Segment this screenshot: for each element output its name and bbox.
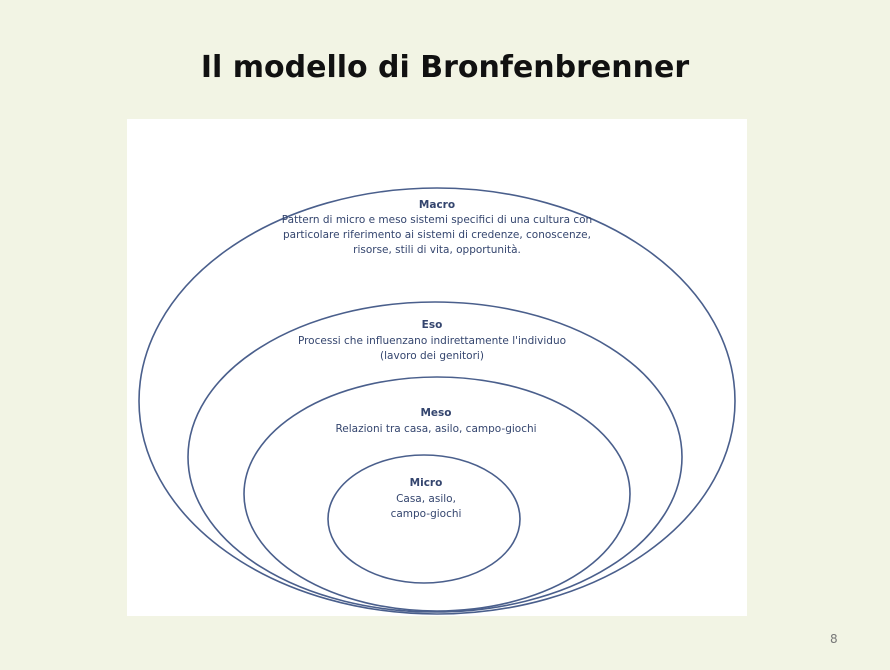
nested-systems-svg: Macro Pattern di micro e meso sistemi sp… — [138, 187, 736, 615]
bronfenbrenner-diagram: Macro Pattern di micro e meso sistemi sp… — [127, 119, 747, 616]
macro-title: Macro — [419, 199, 455, 211]
eso-title: Eso — [422, 319, 443, 331]
micro-title: Micro — [410, 477, 443, 489]
macro-desc-line-2: particolare riferimento ai sistemi di cr… — [283, 229, 591, 241]
meso-desc-line-1: Relazioni tra casa, asilo, campo-giochi — [335, 423, 536, 435]
eso-ring — [187, 301, 683, 613]
slide-title: Il modello di Bronfenbrenner — [200, 50, 690, 85]
macro-desc-line-3: risorse, stili di vita, opportunità. — [353, 244, 521, 256]
macro-ring — [138, 187, 736, 615]
macro-desc-line-1: Pattern di micro e meso sistemi specific… — [282, 214, 592, 226]
page-number: 8 — [830, 632, 838, 646]
meso-ring — [243, 376, 631, 612]
micro-ring — [327, 454, 521, 584]
eso-desc-line-1: Processi che influenzano indirettamente … — [298, 335, 566, 347]
meso-title: Meso — [420, 407, 451, 419]
eso-desc-line-2: (lavoro dei genitori) — [380, 350, 484, 362]
micro-desc-line-2: campo-giochi — [391, 508, 462, 520]
micro-desc-line-1: Casa, asilo, — [396, 493, 456, 505]
